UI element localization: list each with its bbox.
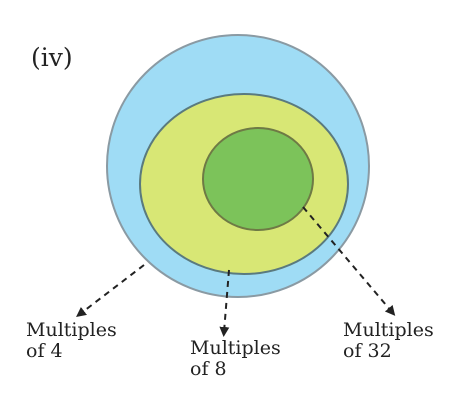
label-line-1: Multiples xyxy=(343,319,434,341)
label-multiples-of-32: Multiples of 32 xyxy=(343,320,434,362)
arrow-multiples-of-4 xyxy=(76,264,145,318)
label-line-1: Multiples xyxy=(190,337,281,359)
label-multiples-of-8: Multiples of 8 xyxy=(190,338,281,380)
label-line-2: of 4 xyxy=(26,340,63,362)
label-line-1: Multiples xyxy=(26,319,117,341)
label-line-2: of 32 xyxy=(343,340,392,362)
set-multiples-of-32 xyxy=(202,127,314,231)
label-line-2: of 8 xyxy=(190,358,227,380)
arrow-multiples-of-32 xyxy=(302,206,396,316)
part-label: (iv) xyxy=(31,43,73,72)
label-multiples-of-4: Multiples of 4 xyxy=(26,320,117,362)
